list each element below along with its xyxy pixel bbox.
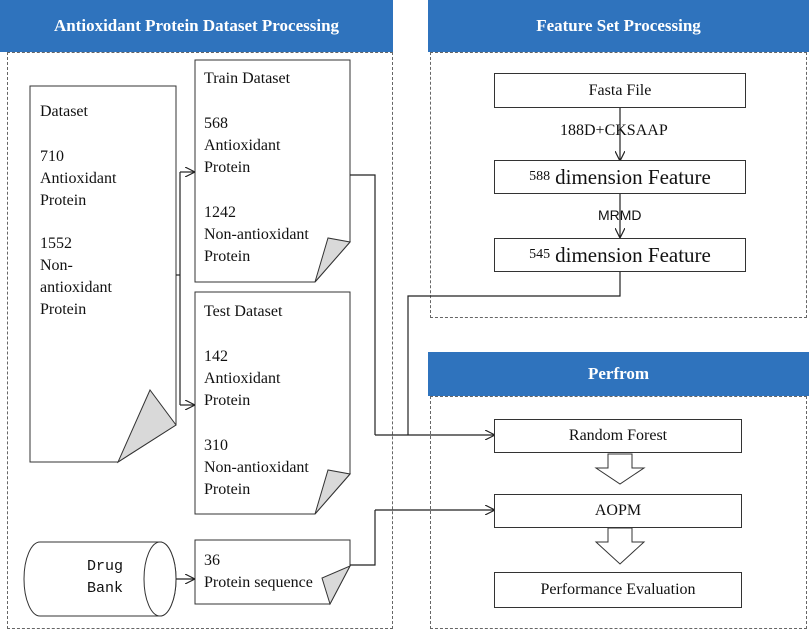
- dim545-box: 545 dimension Feature: [494, 238, 746, 272]
- feature-panel: [430, 52, 807, 318]
- drugbank-label: Drug Bank: [86, 558, 123, 597]
- train-neg-label: Non-antioxidant Protein: [204, 226, 309, 265]
- random-forest-box: Random Forest: [494, 419, 742, 453]
- train-heading: Train Dataset: [204, 70, 291, 87]
- dataset-fold: [116, 389, 177, 464]
- train-fold: [314, 237, 351, 283]
- aopm-box: AOPM: [494, 494, 742, 528]
- train-pos-label: Antioxidant Protein: [204, 137, 281, 176]
- test-fold: [314, 469, 351, 515]
- dataset-pos-count: 710: [40, 148, 64, 165]
- random-forest-label: Random Forest: [568, 427, 668, 444]
- test-pos-label: Antioxidant Protein: [204, 370, 281, 409]
- dataset-neg-count: 1552: [40, 235, 72, 252]
- dim545-num: 545: [529, 247, 551, 262]
- aopm-label: AOPM: [594, 502, 642, 519]
- perform-panel: [430, 396, 807, 629]
- sequence-label: Protein sequence: [204, 574, 313, 591]
- test-pos-count: 142: [204, 348, 228, 365]
- dim588-num: 588: [529, 169, 551, 184]
- train-neg-count: 1242: [204, 204, 236, 221]
- method2-label: MRMD: [598, 207, 642, 223]
- performance-evaluation-label: Performance Evaluation: [540, 581, 696, 598]
- dim545-text: dimension Feature: [555, 242, 711, 267]
- dataset-neg-label: Non- antioxidant Protein: [40, 257, 112, 318]
- block-arrow-1: [594, 453, 646, 485]
- dataset-pos-label: Antioxidant Protein: [40, 170, 117, 209]
- test-neg-count: 310: [204, 437, 228, 454]
- dim588-text: dimension Feature: [555, 164, 711, 189]
- feature-panel-title: Feature Set Processing: [428, 0, 809, 52]
- method1-label: 188D+CKSAAP: [560, 122, 668, 139]
- test-heading: Test Dataset: [204, 303, 283, 320]
- left-panel-title: Antioxidant Protein Dataset Processing: [0, 0, 393, 52]
- fasta-file-box: Fasta File: [494, 73, 746, 108]
- dim588-box: 588 dimension Feature: [494, 160, 746, 194]
- fasta-file-label: Fasta File: [588, 81, 652, 99]
- dataset-heading: Dataset: [40, 103, 88, 120]
- sequence-count: 36: [204, 552, 220, 569]
- performance-evaluation-box: Performance Evaluation: [494, 572, 742, 608]
- perform-panel-title: Perfrom: [428, 352, 809, 396]
- test-neg-label: Non-antioxidant Protein: [204, 459, 309, 498]
- block-arrow-2: [594, 527, 646, 565]
- train-pos-count: 568: [204, 115, 228, 132]
- sequence-fold: [321, 564, 352, 606]
- left-panel: [7, 52, 393, 629]
